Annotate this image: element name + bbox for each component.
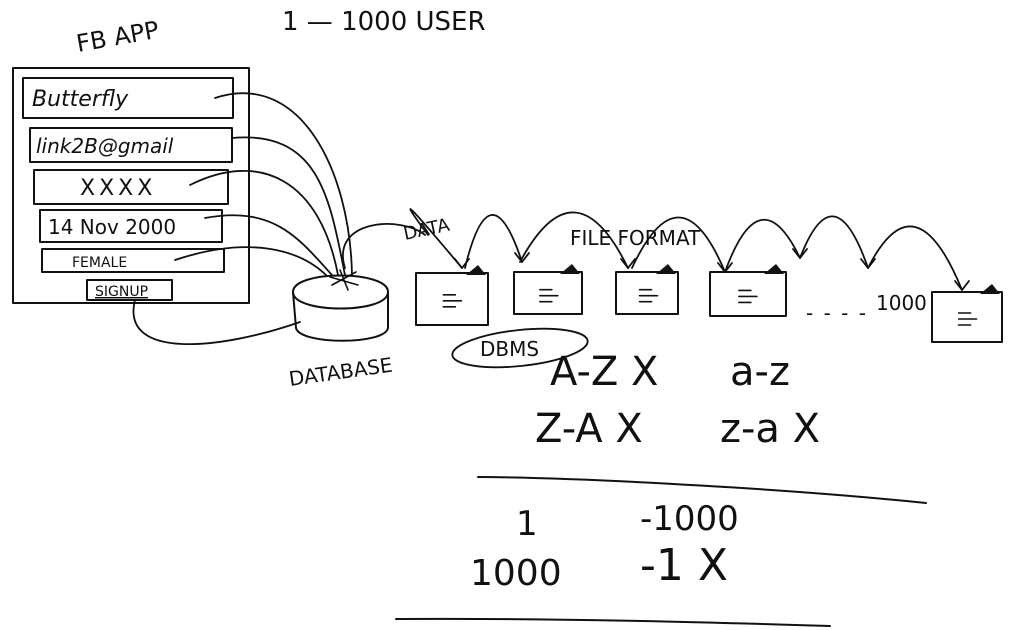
note-lowercase-descending: z-a X — [720, 406, 820, 452]
arrow-head — [954, 280, 970, 291]
users-range-label: 1 — 1000 USER — [282, 7, 486, 37]
signup-button[interactable] — [86, 279, 173, 301]
dbms-circle — [451, 327, 589, 369]
signup-button-label: SIGNUP — [95, 284, 148, 300]
database-label: DATABASE — [287, 353, 394, 391]
divider-top — [477, 476, 927, 504]
file-icon — [513, 264, 583, 315]
arrow-head — [514, 252, 530, 263]
note-uppercase-descending: Z-A X — [535, 406, 643, 452]
hop-arrow — [799, 215, 869, 269]
file-format-label: FILE FORMAT — [570, 226, 701, 250]
dob-field[interactable] — [39, 209, 223, 243]
email-field[interactable] — [29, 127, 233, 163]
divider-bottom — [395, 617, 831, 627]
app-title: FB APP — [74, 16, 161, 58]
note-reverse-end: -1 X — [640, 540, 728, 591]
ellipsis: - - - - — [806, 301, 868, 325]
hop-arrow — [464, 214, 523, 269]
form-frame — [12, 67, 250, 304]
data-label: DATA — [402, 215, 452, 245]
hop-arrow — [724, 218, 801, 273]
note-range-end: -1000 — [640, 499, 739, 539]
hop-arrow — [409, 208, 463, 269]
signup-form: Butterfly link2B@gmail XXXX 14 Nov 2000 … — [12, 67, 250, 304]
name-field-value: Butterfly — [32, 87, 129, 112]
file-icon — [709, 264, 787, 317]
hop-arrow — [867, 225, 963, 291]
email-field-value: link2B@gmail — [36, 134, 174, 158]
password-field[interactable] — [33, 169, 229, 205]
hop-arrow — [631, 216, 726, 273]
dbms-label: DBMS — [480, 337, 539, 361]
data-loop — [342, 223, 426, 269]
name-field[interactable] — [22, 77, 234, 119]
file-icon — [615, 264, 679, 315]
file-icon — [415, 265, 489, 326]
form-to-database-arrows — [132, 92, 353, 345]
gender-field-value: FEMALE — [72, 255, 127, 271]
note-uppercase-ascending: A-Z X — [550, 349, 658, 395]
arrow-head — [620, 258, 636, 269]
password-field-value: XXXX — [80, 176, 156, 201]
file-chain — [409, 208, 1003, 343]
hop-arrow — [519, 211, 629, 269]
gender-field[interactable] — [41, 248, 225, 273]
file-icon — [931, 284, 1003, 343]
database-cylinder — [292, 269, 389, 342]
note-range-start: 1 — [516, 504, 538, 544]
note-lowercase-ascending: a-z — [730, 349, 790, 395]
note-reverse-start: 1000 — [470, 553, 562, 594]
dob-field-value: 14 Nov 2000 — [48, 215, 176, 239]
file-count-label: 1000 — [876, 291, 927, 315]
